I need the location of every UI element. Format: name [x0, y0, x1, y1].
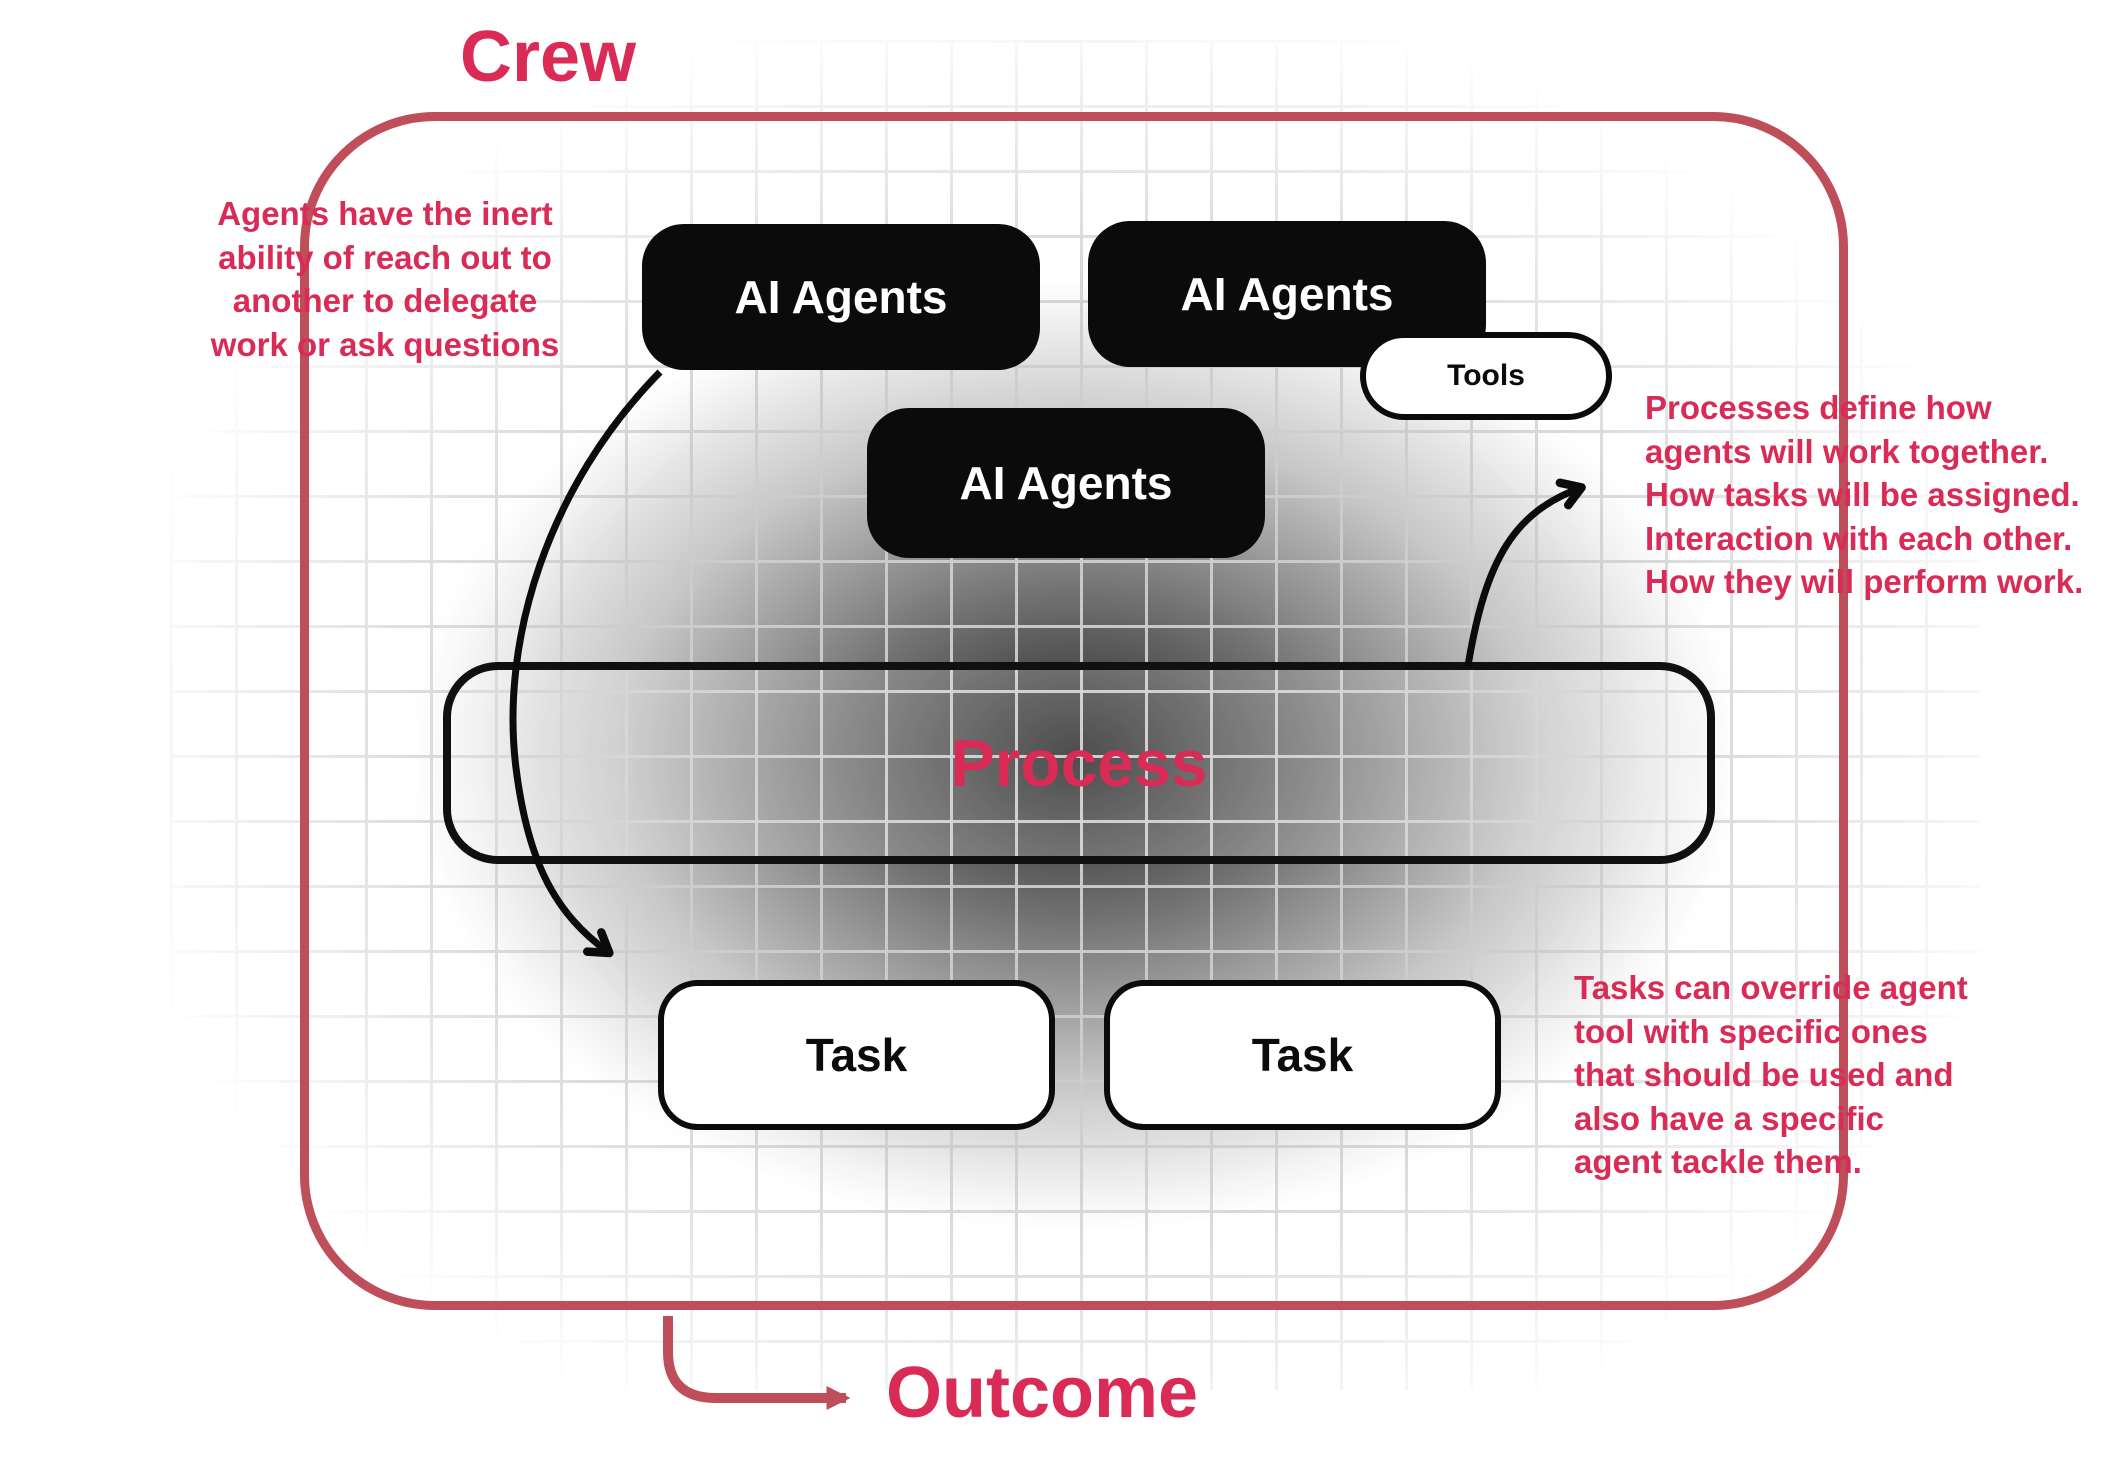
ai-agents-node-1: AI Agents	[642, 224, 1040, 370]
tools-badge: Tools	[1360, 332, 1612, 420]
outcome-label: Outcome	[886, 1353, 1199, 1433]
ai-agents-node-3: AI Agents	[867, 408, 1265, 558]
crew-boundary-box	[300, 112, 1848, 1310]
process-node: Process	[443, 662, 1715, 864]
delegation-annotation: Agents have the inert ability of reach o…	[210, 195, 560, 363]
process-annotation: Processes define how agents will work to…	[1645, 389, 2084, 601]
task-node-2: Task	[1104, 980, 1501, 1130]
tasks-annotation: Tasks can override agent tool with speci…	[1574, 969, 1968, 1181]
task-node-1: Task	[658, 980, 1055, 1130]
crew-title: Crew	[460, 17, 637, 97]
